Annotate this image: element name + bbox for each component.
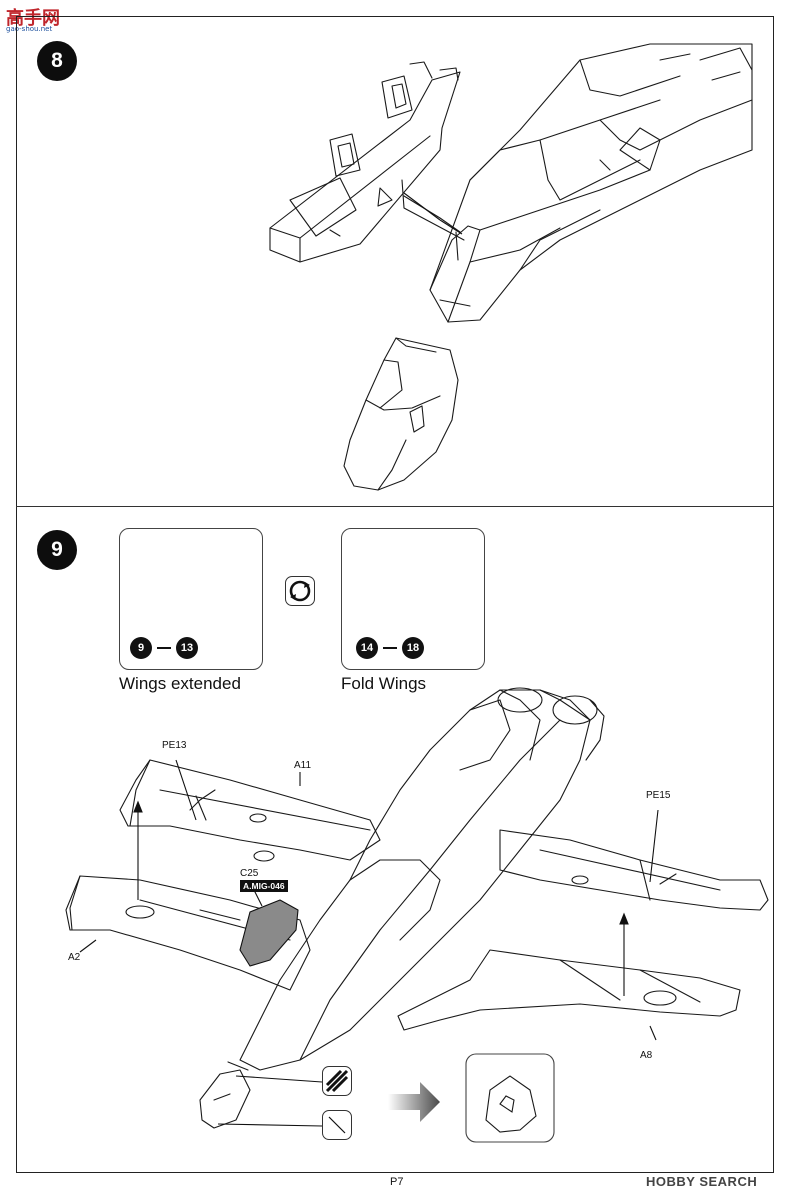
hatched-icon xyxy=(325,1069,349,1093)
label-a2: A2 xyxy=(68,952,81,963)
section-divider xyxy=(16,506,774,507)
step9-aircraft xyxy=(65,687,769,1129)
direction-arrow xyxy=(388,1082,440,1122)
label-c25: C25 xyxy=(240,868,259,879)
label-a11: A11 xyxy=(294,760,312,771)
range-end-badge: 18 xyxy=(402,637,424,659)
alternative-icon xyxy=(285,576,315,606)
detail-panel xyxy=(465,1053,555,1143)
watermark-url: gao-shou.net xyxy=(6,25,53,33)
nose-cone-drawing xyxy=(343,337,459,491)
panel-fold-wings: 14 18 xyxy=(341,528,485,670)
option-box-plain xyxy=(322,1110,352,1140)
assembly-arrows xyxy=(79,192,659,1127)
watermark-logo: 高手网 xyxy=(6,8,60,29)
caption-fold-wings: Fold Wings xyxy=(341,674,427,693)
swap-arrows-icon xyxy=(289,580,311,602)
page-frame xyxy=(16,16,774,1173)
panel-wings-extended: 9 13 xyxy=(119,528,263,670)
fuselage-drawing xyxy=(403,43,753,323)
option-box-shaded xyxy=(322,1066,352,1096)
step-number-8: 8 xyxy=(37,41,77,81)
caption-wings-extended: Wings extended xyxy=(119,674,241,693)
page-number: P7 xyxy=(390,1176,404,1188)
range-end-badge: 13 xyxy=(176,637,198,659)
cockpit-tub-drawing xyxy=(269,61,465,263)
range-start-badge: 9 xyxy=(130,637,152,659)
range-dash xyxy=(383,647,397,649)
slash-icon xyxy=(328,1116,346,1134)
range-start-badge: 14 xyxy=(356,637,378,659)
range-dash xyxy=(157,647,171,649)
label-pe15: PE15 xyxy=(646,790,671,801)
label-pe13: PE13 xyxy=(162,740,187,751)
paint-code-tag: A.MIG-046 xyxy=(240,880,288,892)
watermark-hobbysearch: HOBBY SEARCH xyxy=(646,1174,758,1189)
step-number-9: 9 xyxy=(37,530,77,570)
label-a8: A8 xyxy=(640,1050,653,1061)
